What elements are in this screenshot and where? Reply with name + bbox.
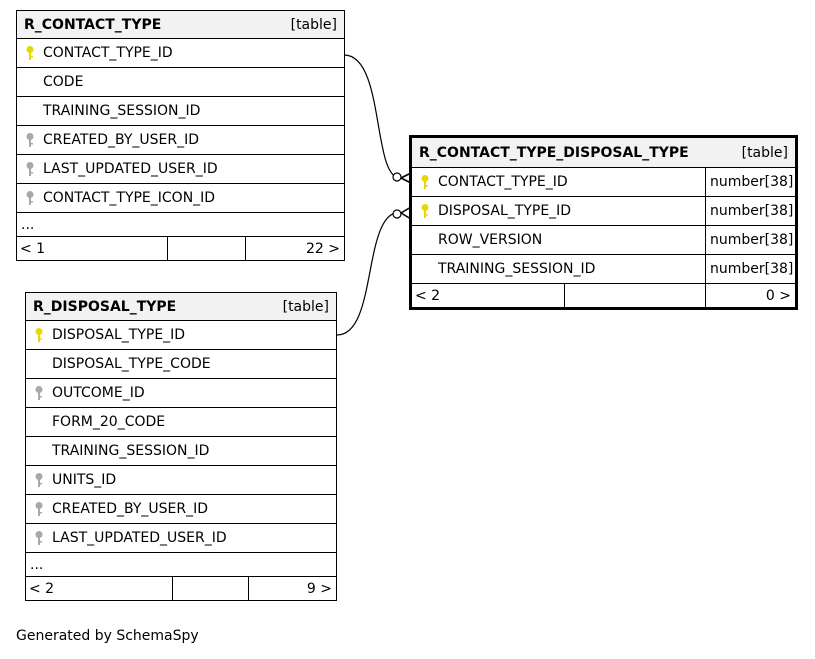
column-name: CONTACT_TYPE_ID [43,45,173,61]
key-slot [26,472,52,488]
parents-count: < 2 [412,284,565,307]
column-name: CREATED_BY_USER_ID [43,132,200,148]
column-name: TRAINING_SESSION_ID [43,103,201,119]
column-row[interactable]: TRAINING_SESSION_ID [26,437,336,466]
column-type: number[38] [705,168,795,196]
key-slot [412,203,438,219]
foreign-key-icon [35,386,43,400]
column-row[interactable]: TRAINING_SESSION_ID number[38] [412,255,795,284]
children-count: 9 > [306,580,332,597]
more-columns: ... [17,213,344,237]
column-row[interactable]: DISPOSAL_TYPE_CODE [26,350,336,379]
column-name: DISPOSAL_TYPE_ID [438,203,572,219]
column-row[interactable]: DISPOSAL_TYPE_ID [26,321,336,350]
column-name: DISPOSAL_TYPE_ID [52,327,186,343]
column-row[interactable]: OUTCOME_ID [26,379,336,408]
table-kind: [table] [290,16,337,33]
table-name: R_CONTACT_TYPE [24,16,162,33]
primary-key-icon [421,204,429,218]
footer-spacer [168,237,246,260]
column-row[interactable]: ROW_VERSION number[38] [412,226,795,255]
table-kind: [table] [282,298,329,315]
table-r-contact-type-disposal-type[interactable]: R_CONTACT_TYPE_DISPOSAL_TYPE [table] CON… [409,135,798,310]
table-footer: < 1 22 > [17,237,344,260]
column-name: TRAINING_SESSION_ID [52,443,210,459]
more-columns: ... [26,553,336,577]
table-header: R_CONTACT_TYPE_DISPOSAL_TYPE [table] [412,138,795,168]
foreign-key-icon [35,473,43,487]
key-slot [17,45,43,61]
column-row[interactable]: UNITS_ID [26,466,336,495]
key-slot [17,132,43,148]
key-slot [412,174,438,190]
foreign-key-icon [26,162,34,176]
table-r-disposal-type[interactable]: R_DISPOSAL_TYPE [table] DISPOSAL_TYPE_ID… [25,292,337,601]
footer-spacer [565,284,706,307]
column-name: ROW_VERSION [438,232,543,248]
key-slot [26,385,52,401]
column-row[interactable]: LAST_UPDATED_USER_ID [26,524,336,553]
column-name: CODE [43,74,84,90]
table-header: R_DISPOSAL_TYPE [table] [26,293,336,321]
edge-contact-type [343,54,401,179]
key-slot [26,530,52,546]
primary-key-icon [26,46,34,60]
column-row[interactable]: CONTACT_TYPE_ID number[38] [412,168,795,197]
column-name: DISPOSAL_TYPE_CODE [52,356,211,372]
column-name: FORM_20_CODE [52,414,166,430]
column-row[interactable]: CODE [17,68,344,97]
table-r-contact-type[interactable]: R_CONTACT_TYPE [table] CONTACT_TYPE_ID CO… [16,10,345,261]
column-row[interactable]: CREATED_BY_USER_ID [26,495,336,524]
foreign-key-icon [26,133,34,147]
key-slot [17,190,43,206]
column-name: UNITS_ID [52,472,117,488]
parents-count: < 1 [17,237,168,260]
key-slot [26,501,52,517]
primary-key-icon [421,175,429,189]
column-name: LAST_UPDATED_USER_ID [52,530,227,546]
foreign-key-icon [26,191,34,205]
table-footer: < 2 9 > [26,577,336,600]
column-type: number[38] [705,197,795,225]
key-slot [26,327,52,343]
column-type: number[38] [705,255,795,283]
footer-spacer [173,577,249,600]
column-row[interactable]: FORM_20_CODE [26,408,336,437]
column-name: CONTACT_TYPE_ICON_ID [43,190,216,206]
table-name: R_CONTACT_TYPE_DISPOSAL_TYPE [419,144,689,161]
generated-by-credit: Generated by SchemaSpy [16,628,199,644]
foreign-key-icon [35,531,43,545]
edge-disposal-type [336,211,401,336]
column-name: LAST_UPDATED_USER_ID [43,161,218,177]
table-header: R_CONTACT_TYPE [table] [17,11,344,39]
table-footer: < 2 0 > [412,284,795,307]
primary-key-icon [35,328,43,342]
table-kind: [table] [741,144,788,161]
column-row[interactable]: LAST_UPDATED_USER_ID [17,155,344,184]
parents-count: < 2 [26,577,173,600]
column-row[interactable]: DISPOSAL_TYPE_ID number[38] [412,197,795,226]
column-type: number[38] [705,226,795,254]
crowfoot-contact-type [392,172,412,184]
column-row[interactable]: TRAINING_SESSION_ID [17,97,344,126]
column-name: OUTCOME_ID [52,385,145,401]
table-name: R_DISPOSAL_TYPE [33,298,177,315]
column-row[interactable]: CREATED_BY_USER_ID [17,126,344,155]
column-name: CONTACT_TYPE_ID [438,174,568,190]
key-slot [17,161,43,177]
children-count: 0 > [765,287,791,304]
foreign-key-icon [35,502,43,516]
column-name: CREATED_BY_USER_ID [52,501,209,517]
children-count: 22 > [306,240,340,257]
column-row[interactable]: CONTACT_TYPE_ID [17,39,344,68]
column-row[interactable]: CONTACT_TYPE_ICON_ID [17,184,344,213]
column-name: TRAINING_SESSION_ID [438,261,596,277]
